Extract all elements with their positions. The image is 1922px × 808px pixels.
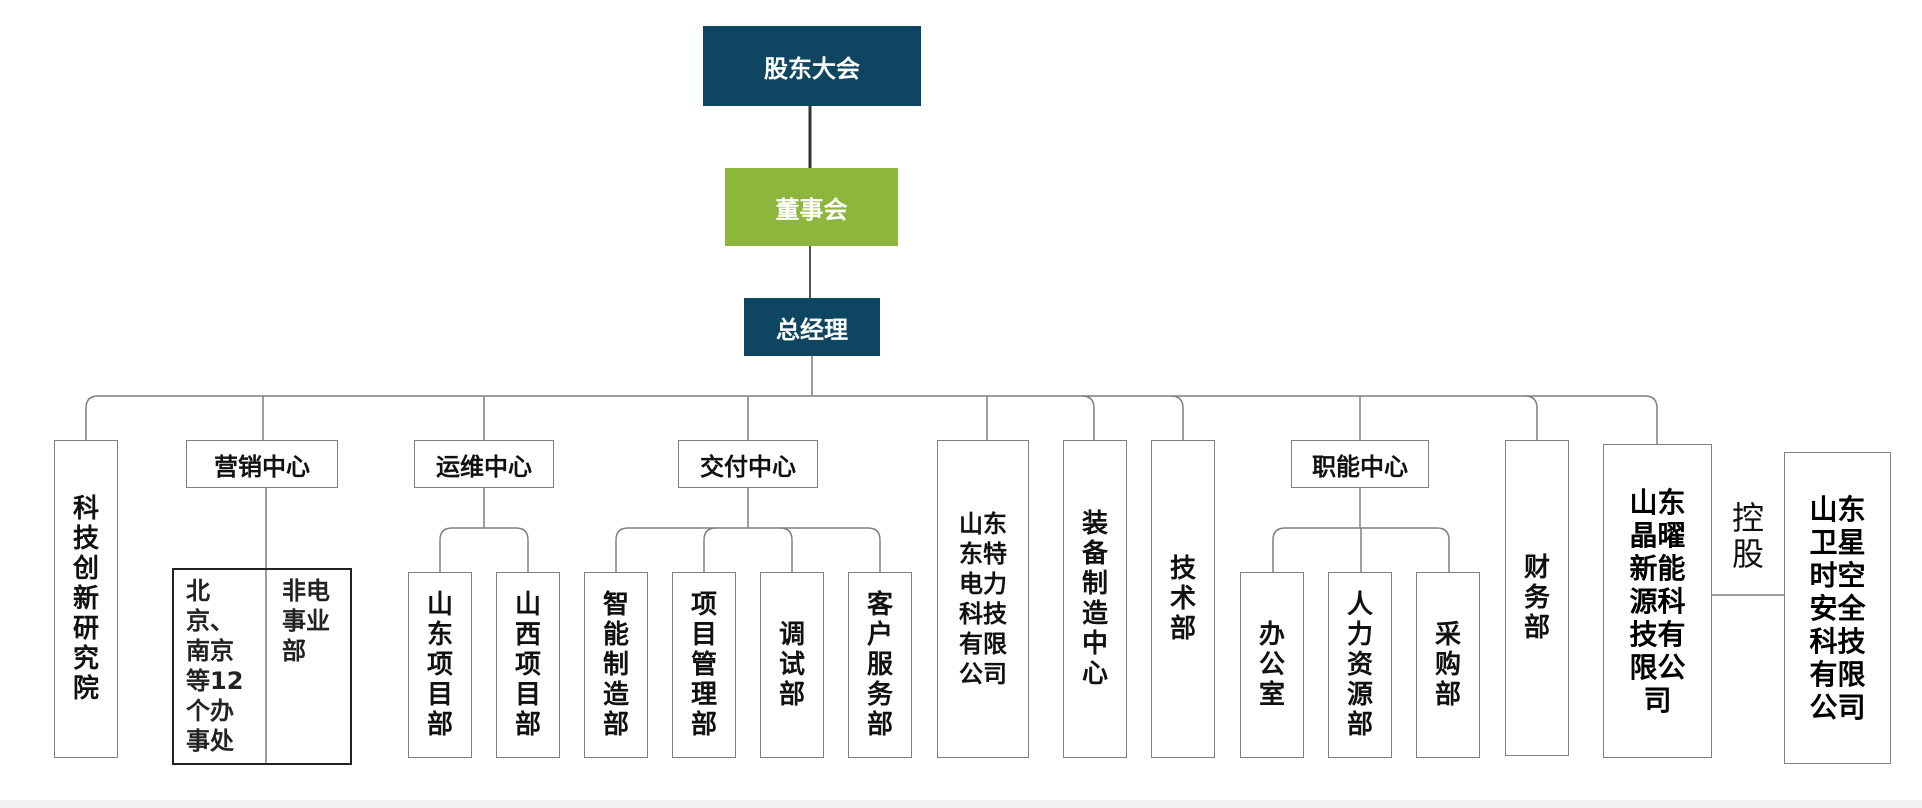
unit-offices-label: 北京、南京等12个办事处 [186,577,244,755]
unit-weixing: 山东卫星时空安全科技有限公司 [1784,452,1891,764]
shareholders-label: 股东大会 [764,54,860,83]
unit-customer-service: 客户服务部 [848,572,912,758]
unit-shanxi-proj-label: 山西项目部 [514,590,541,740]
gm-box: 总经理 [744,298,880,356]
unit-debug-label: 调试部 [778,620,805,710]
unit-research-label: 科技创新研究院 [72,494,99,704]
shareholders-box: 股东大会 [703,26,921,106]
unit-jingyao-label: 山东晶曜新能源科技有限公司 [1629,485,1686,717]
unit-dongte: 山东东特电力科技有限公司 [937,440,1029,758]
unit-shandong-proj: 山东项目部 [408,572,472,758]
center-marketing-label: 营销中心 [214,452,310,481]
unit-shandong-proj-label: 山东项目部 [426,590,453,740]
unit-weixing-label: 山东卫星时空安全科技有限公司 [1809,492,1866,724]
unit-finance: 财务部 [1505,440,1569,756]
unit-proj-mgmt: 项目管理部 [672,572,736,758]
center-delivery-label: 交付中心 [700,452,796,481]
connector-main-bus [85,395,1658,444]
center-marketing: 营销中心 [186,440,338,488]
unit-equipment-label: 装备制造中心 [1081,509,1108,689]
unit-dongte-label: 山东东特电力科技有限公司 [959,510,1007,688]
board-box: 董事会 [725,168,898,246]
unit-purchase: 采购部 [1416,572,1480,758]
unit-research: 科技创新研究院 [54,440,118,758]
unit-proj-mgmt-label: 项目管理部 [690,590,717,740]
unit-tech: 技术部 [1151,440,1215,758]
holding-label: 控股 [1731,499,1764,573]
unit-finance-label: 财务部 [1523,553,1550,643]
unit-purchase-label: 采购部 [1434,620,1461,710]
center-functions: 职能中心 [1291,440,1429,488]
center-ops: 运维中心 [414,440,554,488]
unit-jingyao: 山东晶曜新能源科技有限公司 [1603,444,1712,758]
unit-non-power: 非电事业部 [282,576,352,676]
unit-tech-label: 技术部 [1169,554,1196,644]
unit-hr: 人力资源部 [1328,572,1392,758]
unit-smart-mfg-label: 智能制造部 [602,590,629,740]
unit-equipment: 装备制造中心 [1063,440,1127,758]
unit-hr-label: 人力资源部 [1346,590,1373,740]
unit-smart-mfg: 智能制造部 [584,572,648,758]
unit-debug: 调试部 [760,572,824,758]
center-functions-label: 职能中心 [1312,452,1408,481]
unit-office: 办公室 [1240,572,1304,758]
unit-office-label: 办公室 [1258,620,1285,710]
marketing-offices-group [172,568,352,765]
bottom-bar [0,800,1922,808]
board-label: 董事会 [775,195,848,224]
unit-non-power-label: 非电事业部 [282,577,330,665]
unit-offices: 北京、南京等12个办事处 [186,576,260,756]
gm-label: 总经理 [776,315,848,344]
center-delivery: 交付中心 [678,440,818,488]
center-ops-label: 运维中心 [436,452,532,481]
unit-shanxi-proj: 山西项目部 [496,572,560,758]
unit-customer-service-label: 客户服务部 [866,590,893,740]
